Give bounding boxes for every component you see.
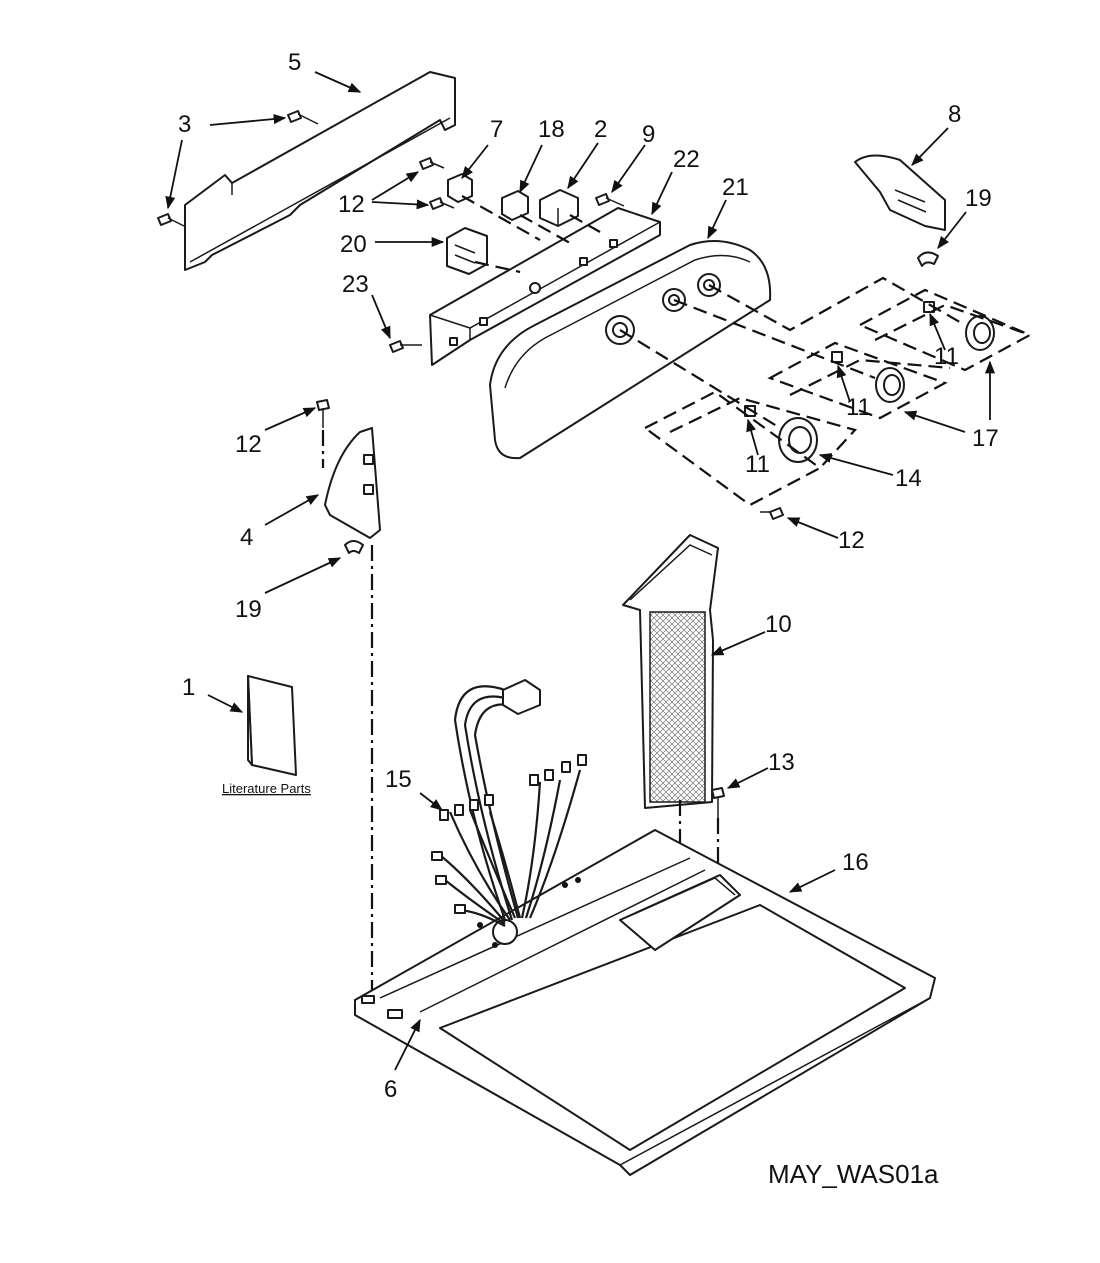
callout-19-left: 19 <box>235 596 262 623</box>
callout-10: 10 <box>765 611 792 638</box>
callout-7: 7 <box>490 116 503 143</box>
callout-9: 9 <box>642 121 655 148</box>
callout-12-knob: 12 <box>838 527 865 554</box>
callout-23: 23 <box>342 271 369 298</box>
left-end-cap <box>324 427 381 539</box>
screw-icon <box>711 787 725 818</box>
callout-3: 3 <box>178 111 191 138</box>
top-panel <box>354 829 936 1176</box>
selector-switch <box>446 227 488 275</box>
knob-icon <box>778 417 818 463</box>
right-end-cap <box>854 154 946 231</box>
timer-component <box>539 189 579 227</box>
switch-component <box>447 173 473 203</box>
knob-clip-icon <box>831 351 843 363</box>
screw-icon <box>760 507 784 520</box>
callout-6: 6 <box>384 1076 397 1103</box>
screw-icon <box>419 157 445 170</box>
clip-icon <box>344 540 364 554</box>
literature-booklet <box>247 675 297 776</box>
callout-20: 20 <box>340 231 367 258</box>
callout-12-left: 12 <box>235 431 262 458</box>
switch-component <box>501 190 529 221</box>
clip-icon <box>917 251 939 267</box>
knob-icon <box>875 367 905 403</box>
callout-11-middle: 11 <box>846 394 871 421</box>
screw-icon <box>429 197 455 210</box>
screw-icon <box>389 340 422 353</box>
callout-12-top: 12 <box>338 191 365 218</box>
callout-21: 21 <box>722 174 749 201</box>
wiring-harness <box>431 679 587 927</box>
callout-2: 2 <box>594 116 607 143</box>
callout-16: 16 <box>842 849 869 876</box>
screw-icon <box>595 193 625 207</box>
callout-14: 14 <box>895 465 922 492</box>
callout-17: 17 <box>972 425 999 452</box>
callout-11-right: 11 <box>934 343 959 370</box>
control-mounting-plate <box>429 207 661 366</box>
callout-15: 15 <box>385 766 412 793</box>
knob-clip-icon <box>744 405 756 417</box>
screw-icon <box>157 213 185 227</box>
callout-13: 13 <box>768 749 795 776</box>
literature-parts-label: Literature Parts <box>222 781 311 796</box>
knob-icon <box>965 315 995 351</box>
screw-icon <box>287 110 319 125</box>
leader-lines <box>165 71 996 1071</box>
callout-18: 18 <box>538 116 565 143</box>
rear-console-panel <box>184 71 456 271</box>
callout-5: 5 <box>288 49 301 76</box>
callout-4: 4 <box>240 524 253 551</box>
lint-screen <box>622 534 719 809</box>
callout-1: 1 <box>182 674 195 701</box>
screw-icon <box>316 399 330 428</box>
callout-11-left: 11 <box>745 451 770 478</box>
callout-22: 22 <box>673 146 700 173</box>
callout-8: 8 <box>948 101 961 128</box>
callout-19-right: 19 <box>965 185 992 212</box>
diagram-code: MAY_WAS01a <box>768 1159 939 1189</box>
